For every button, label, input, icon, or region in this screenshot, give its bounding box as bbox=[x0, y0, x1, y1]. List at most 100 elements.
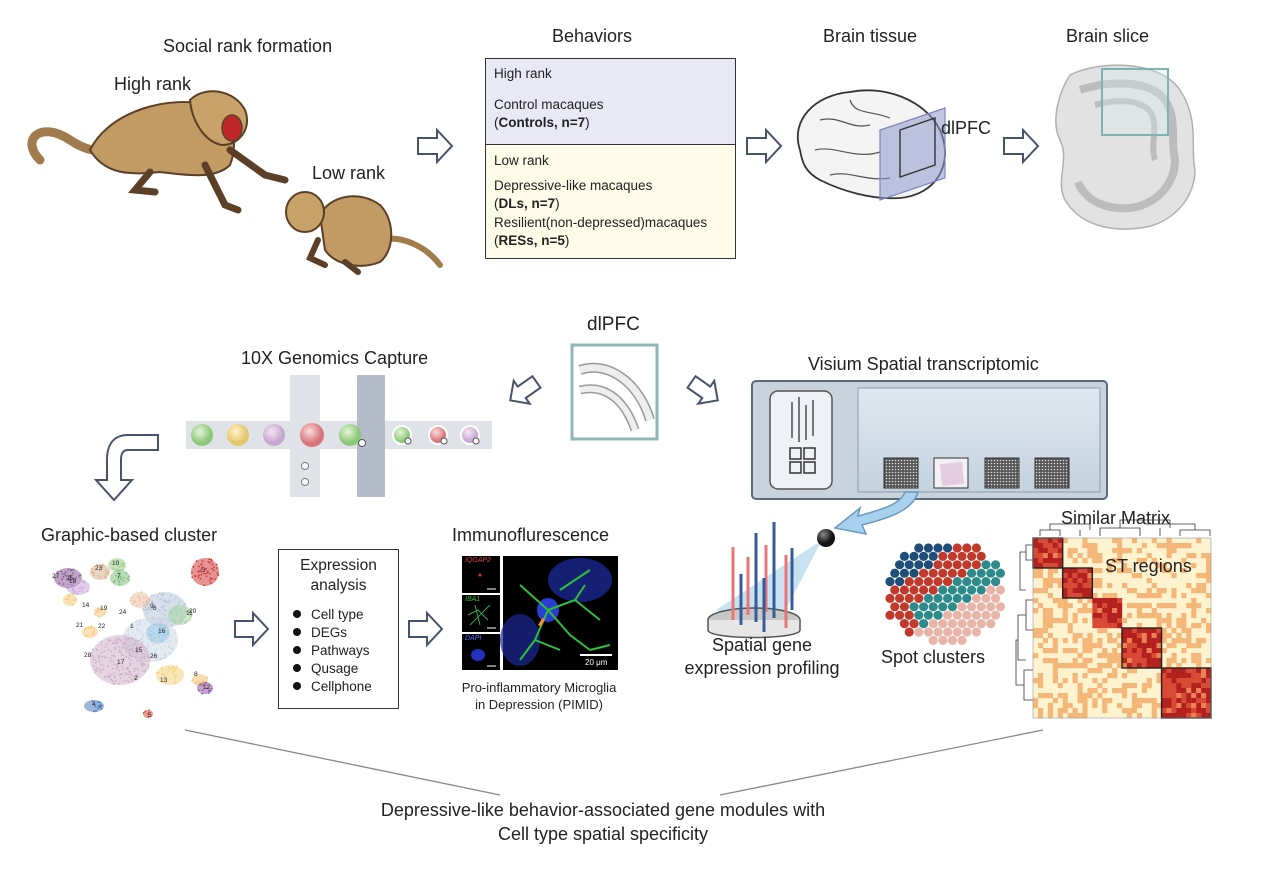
heatmap-cell bbox=[1097, 558, 1103, 564]
umap-point bbox=[101, 564, 104, 567]
heatmap-cell bbox=[1201, 573, 1207, 579]
heatmap-cell bbox=[1161, 678, 1167, 684]
umap-point bbox=[141, 636, 144, 639]
heatmap-cell bbox=[1146, 663, 1152, 669]
umap-point bbox=[115, 640, 118, 643]
umap-point bbox=[194, 575, 197, 577]
heatmap-cell bbox=[1082, 578, 1088, 584]
heatmap-cell bbox=[1107, 658, 1113, 664]
heatmap-cell bbox=[1052, 548, 1058, 554]
umap-point bbox=[165, 669, 168, 671]
heatmap-cell bbox=[1166, 668, 1172, 674]
dl-group-label: Depressive-like macaques bbox=[494, 178, 653, 193]
umap-point bbox=[169, 594, 172, 597]
heatmap-cell bbox=[1131, 668, 1138, 674]
umap-point bbox=[159, 598, 162, 601]
umap-point bbox=[201, 689, 204, 691]
heatmap-cell bbox=[1112, 623, 1118, 629]
heatmap-cell bbox=[1082, 663, 1088, 669]
spot bbox=[895, 577, 905, 587]
spot bbox=[947, 619, 958, 629]
umap-point bbox=[115, 637, 117, 640]
heatmap-cell bbox=[1156, 658, 1162, 664]
umap-point bbox=[173, 637, 176, 640]
umap-point bbox=[149, 630, 152, 633]
heatmap-cell bbox=[1102, 703, 1108, 709]
heatmap-cell bbox=[1176, 618, 1182, 624]
heatmap-cell bbox=[1067, 703, 1073, 709]
heatmap-cell bbox=[1196, 638, 1202, 644]
heatmap-cell bbox=[1122, 618, 1128, 624]
heatmap-cell bbox=[1082, 593, 1088, 599]
umap-point bbox=[72, 568, 75, 571]
heatmap-cell bbox=[1156, 593, 1162, 599]
umap-point bbox=[152, 594, 155, 596]
umap-point bbox=[207, 692, 210, 694]
heatmap-cell bbox=[1196, 713, 1202, 719]
heatmap-cell bbox=[1181, 693, 1187, 699]
spot bbox=[899, 585, 910, 595]
heatmap-cell bbox=[1112, 613, 1118, 619]
heatmap-cell bbox=[1122, 568, 1128, 574]
umap-point bbox=[147, 715, 150, 718]
behaviors-low-rank-section: Low rank Depressive-like macaques (DLs, … bbox=[486, 145, 735, 258]
spot bbox=[928, 635, 938, 646]
umap-point bbox=[141, 631, 143, 633]
umap-point bbox=[108, 648, 110, 651]
heatmap-cell bbox=[1156, 628, 1162, 634]
heatmap-cell bbox=[1112, 558, 1118, 564]
heatmap-cell bbox=[1042, 548, 1049, 554]
umap-point bbox=[106, 571, 108, 574]
umap-point bbox=[61, 578, 64, 580]
heatmap-cell bbox=[1062, 583, 1068, 589]
umap-point bbox=[136, 645, 139, 648]
umap-point bbox=[166, 633, 169, 635]
heatmap-cell bbox=[1141, 593, 1147, 599]
umap-point bbox=[110, 657, 112, 660]
heatmap-cell bbox=[1156, 618, 1162, 624]
heatmap-cell bbox=[1062, 573, 1068, 579]
spot bbox=[995, 602, 1006, 612]
heatmap-cell bbox=[1176, 713, 1182, 719]
umap-point bbox=[69, 582, 72, 584]
heatmap-cell bbox=[1117, 603, 1123, 609]
heatmap-cell bbox=[1082, 538, 1088, 544]
umap-point bbox=[163, 657, 166, 660]
heatmap-cell bbox=[1117, 568, 1123, 574]
umap-point bbox=[96, 610, 99, 613]
heatmap-cell bbox=[1122, 658, 1128, 664]
heatmap-cell bbox=[1037, 558, 1044, 564]
heatmap-cell bbox=[1201, 698, 1207, 704]
heatmap-cell bbox=[1136, 633, 1142, 639]
heatmap-cell bbox=[1112, 638, 1118, 644]
heatmap-cell bbox=[1047, 658, 1053, 664]
umap-point bbox=[158, 671, 160, 674]
heatmap-cell bbox=[1126, 613, 1133, 619]
heatmap-cell bbox=[1126, 708, 1133, 714]
heatmap-cell bbox=[1047, 558, 1053, 564]
heatmap-cell bbox=[1117, 598, 1123, 604]
umap-point bbox=[175, 675, 178, 678]
umap-point bbox=[132, 601, 135, 604]
umap-point bbox=[115, 574, 118, 577]
umap-point bbox=[92, 630, 95, 632]
spot bbox=[947, 585, 958, 595]
umap-point bbox=[217, 573, 220, 576]
umap-point bbox=[101, 655, 103, 658]
umap-point bbox=[119, 651, 122, 654]
umap-point bbox=[152, 655, 155, 658]
heatmap-cell bbox=[1042, 588, 1049, 594]
umap-point bbox=[134, 640, 137, 642]
umap-point bbox=[213, 569, 215, 572]
heatmap-cell bbox=[1052, 598, 1058, 604]
spot bbox=[923, 577, 934, 587]
umap-point bbox=[148, 601, 151, 603]
umap-point bbox=[161, 669, 164, 672]
heatmap-cell bbox=[1117, 548, 1123, 554]
heatmap-cell bbox=[1097, 613, 1103, 619]
heatmap-cell bbox=[1136, 628, 1142, 634]
umap-point bbox=[64, 574, 67, 577]
spot bbox=[952, 610, 962, 620]
heatmap-cell bbox=[1181, 708, 1187, 714]
pimid-line1: Pro-inflammatory Microglia bbox=[461, 680, 617, 695]
